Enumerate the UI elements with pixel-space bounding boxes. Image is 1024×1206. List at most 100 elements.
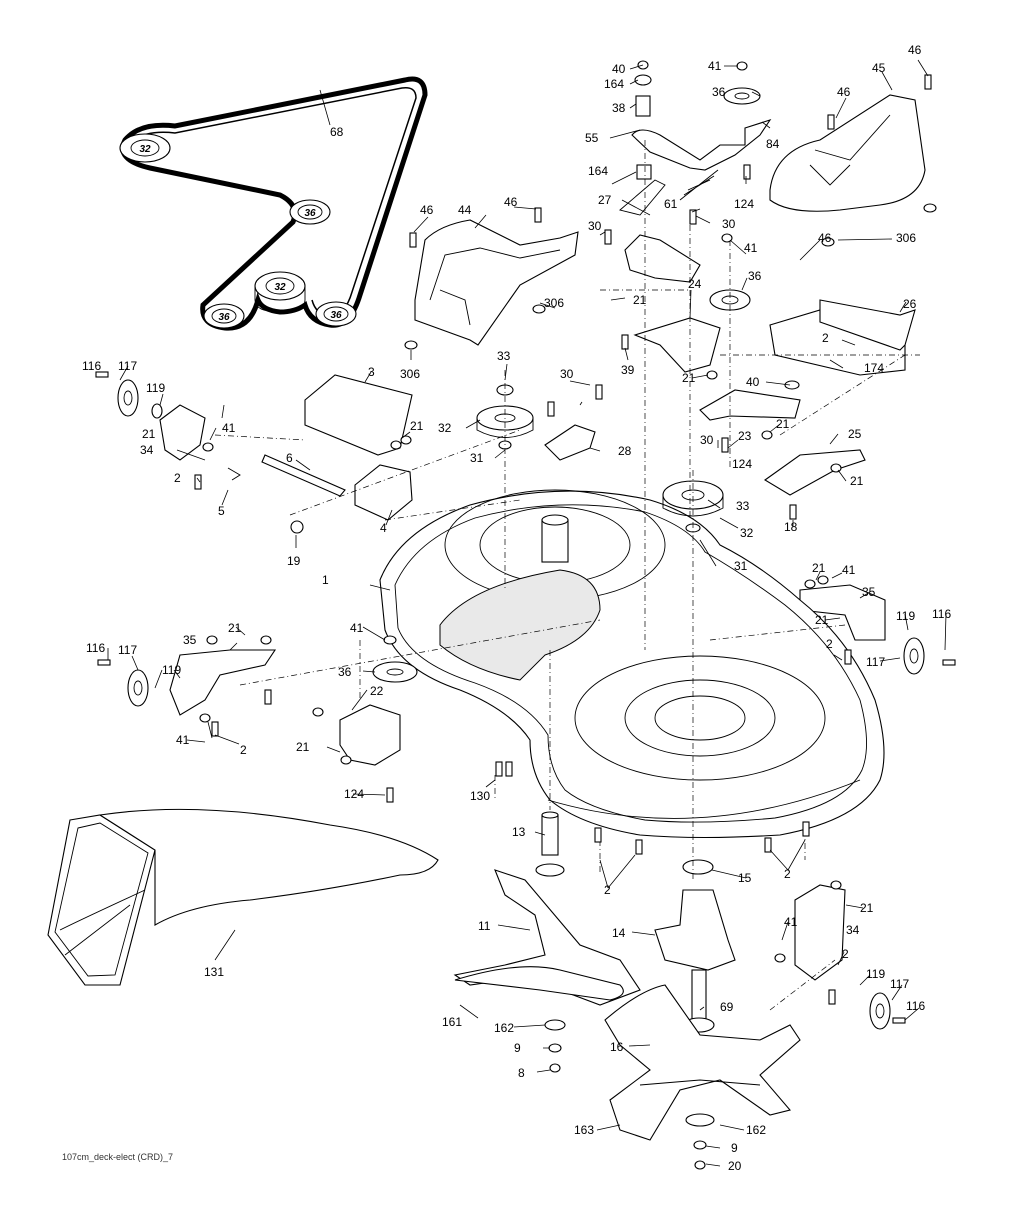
callout-117: 117 <box>890 977 909 991</box>
callout-21: 21 <box>815 613 829 627</box>
callout-41: 41 <box>708 59 722 73</box>
callout-41: 41 <box>842 563 856 577</box>
callout-27: 27 <box>598 193 612 207</box>
callout-163: 163 <box>574 1123 594 1137</box>
callout-39: 39 <box>621 363 635 377</box>
callout-21: 21 <box>812 561 826 575</box>
callout-46: 46 <box>504 195 518 209</box>
callout-31: 31 <box>470 451 484 465</box>
callout-35: 35 <box>862 585 876 599</box>
callout-22: 22 <box>370 684 384 698</box>
callout-68: 68 <box>330 125 344 139</box>
callout-32: 32 <box>438 421 452 435</box>
callout-2: 2 <box>842 947 849 961</box>
belt-pulley-label-3: 32 <box>274 282 286 293</box>
callout-20: 20 <box>728 1159 742 1173</box>
callout-13: 13 <box>512 825 526 839</box>
diagram-code: 107cm_deck-elect (CRD)_7 <box>62 1152 174 1162</box>
callout-41: 41 <box>222 421 236 435</box>
callout-21: 21 <box>296 740 310 754</box>
callout-8: 8 <box>518 1066 525 1080</box>
callout-119: 119 <box>162 663 181 677</box>
callout-55: 55 <box>585 131 599 145</box>
assembly-lines <box>214 140 920 1011</box>
callout-69: 69 <box>720 1000 734 1014</box>
callout-41: 41 <box>744 241 758 255</box>
belt-cover-left <box>414 219 579 346</box>
callout-124: 124 <box>734 197 754 211</box>
callout-2: 2 <box>604 883 611 897</box>
callout-30: 30 <box>700 433 714 447</box>
callout-40: 40 <box>612 62 626 76</box>
callout-131: 131 <box>204 965 224 979</box>
callout-31: 31 <box>734 559 748 573</box>
callout-41: 41 <box>350 621 364 635</box>
callout-21: 21 <box>410 419 424 433</box>
callout-46: 46 <box>818 231 832 245</box>
callout-21: 21 <box>142 427 156 441</box>
callout-15: 15 <box>738 871 752 885</box>
belt-pulley-label-2: 36 <box>304 208 316 219</box>
callout-119: 119 <box>896 609 915 623</box>
callout-26: 26 <box>903 297 917 311</box>
callout-23: 23 <box>738 429 752 443</box>
callout-19: 19 <box>287 554 301 568</box>
callout-162: 162 <box>746 1123 766 1137</box>
callout-174: 174 <box>864 361 884 375</box>
gauge-wheels <box>117 379 925 1030</box>
callout-34: 34 <box>140 443 154 457</box>
callout-1: 1 <box>322 573 329 587</box>
brackets <box>159 299 916 981</box>
callout-9: 9 <box>731 1141 738 1155</box>
callout-46: 46 <box>420 203 434 217</box>
callout-44: 44 <box>458 203 472 217</box>
callout-2: 2 <box>240 743 247 757</box>
discharge-chute <box>47 808 439 986</box>
callout-41: 41 <box>784 915 798 929</box>
callout-46: 46 <box>837 85 851 99</box>
callout-116: 116 <box>86 641 105 655</box>
callout-21: 21 <box>682 371 696 385</box>
callout-3: 3 <box>368 365 375 379</box>
callout-45: 45 <box>872 61 886 75</box>
belt-pulley-label-5: 36 <box>330 310 342 321</box>
callout-306: 306 <box>544 296 564 310</box>
callout-34: 34 <box>846 923 860 937</box>
callout-2: 2 <box>174 471 181 485</box>
belt-cover-right <box>769 94 926 212</box>
callout-28: 28 <box>618 444 632 458</box>
callout-24: 24 <box>688 277 702 291</box>
callout-35: 35 <box>183 633 197 647</box>
callout-30: 30 <box>588 219 602 233</box>
blade-assemblies <box>453 811 801 1170</box>
callout-2: 2 <box>784 867 791 881</box>
callout-33: 33 <box>736 499 750 513</box>
callout-46: 46 <box>908 43 922 57</box>
callout-84: 84 <box>766 137 780 151</box>
hardware <box>95 61 956 1024</box>
callout-124: 124 <box>732 457 752 471</box>
callout-130: 130 <box>470 789 490 803</box>
callout-40: 40 <box>746 375 760 389</box>
callout-2: 2 <box>826 637 833 651</box>
callout-30: 30 <box>722 217 736 231</box>
callout-119: 119 <box>866 967 885 981</box>
callout-306: 306 <box>896 231 916 245</box>
callout-117: 117 <box>118 643 137 657</box>
callout-9: 9 <box>514 1041 521 1055</box>
callout-36: 36 <box>748 269 762 283</box>
leader-lines <box>107 59 947 1167</box>
callout-18: 18 <box>784 520 798 534</box>
callout-21: 21 <box>850 474 864 488</box>
callout-61: 61 <box>664 197 678 211</box>
callout-5: 5 <box>218 504 225 518</box>
callout-116: 116 <box>906 999 925 1013</box>
callout-6: 6 <box>286 451 293 465</box>
belt-pulley-label-4: 36 <box>218 312 230 323</box>
callout-116: 116 <box>82 359 101 373</box>
callout-labels: 68 40 164 41 36 38 55 84 46 45 46 164 61… <box>82 43 951 1173</box>
callout-14: 14 <box>612 926 626 940</box>
callout-21: 21 <box>633 293 647 307</box>
callout-164: 164 <box>604 77 624 91</box>
